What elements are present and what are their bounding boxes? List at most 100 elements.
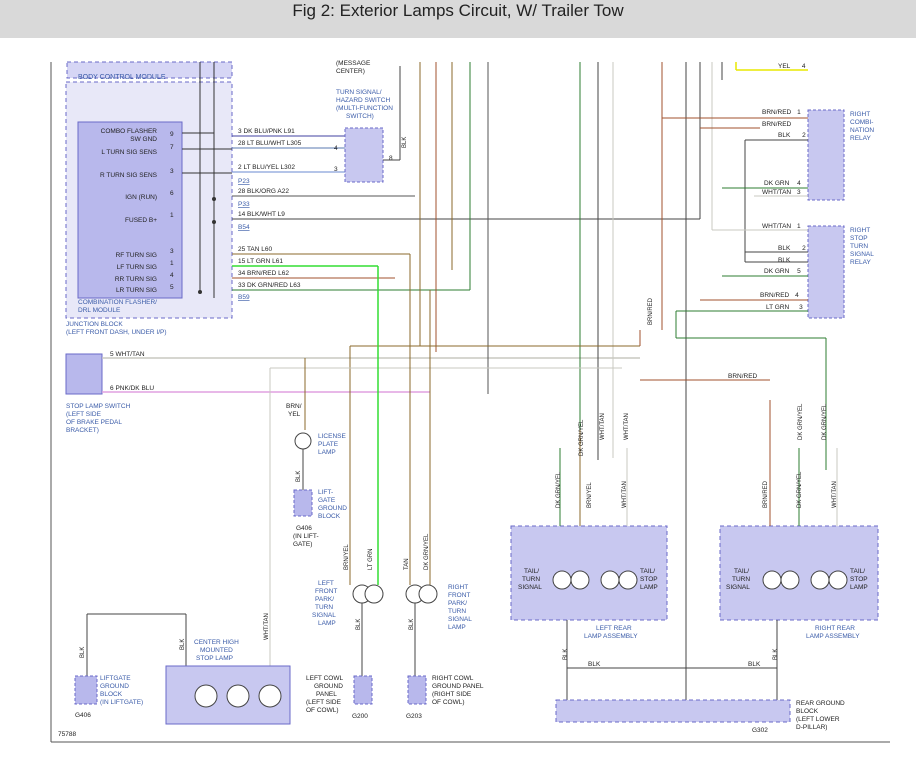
wire-label: 2 LT BLU/YEL L302 — [238, 164, 295, 171]
svg-text:BRN/YEL: BRN/YEL — [344, 544, 350, 570]
left-front-lamp — [352, 584, 384, 604]
flasher-module — [77, 121, 183, 299]
wire-label: 15 LT GRN L61 — [238, 258, 283, 265]
pin-rf-turn: RF TURN SIG — [116, 252, 157, 259]
svg-text:BRN/RED 1: BRN/RED 1 — [762, 109, 801, 116]
svg-text:5 WHT/TAN: 5 WHT/TAN — [110, 351, 145, 358]
svg-text:WHT/TAN 3: WHT/TAN 3 — [762, 189, 801, 196]
right-combo-relay — [807, 109, 845, 201]
pin-l-turn-sens: L TURN SIG SENS — [101, 149, 157, 156]
wire-label: 33 DK GRN/RED L63 — [238, 282, 301, 289]
svg-text:WHT/TAN: WHT/TAN — [264, 613, 270, 640]
svg-text:BLK: BLK — [748, 661, 761, 668]
pin-number: 1 — [170, 260, 174, 267]
left-cowl-ground — [353, 675, 373, 705]
svg-text:BLK: BLK — [563, 649, 569, 660]
pin-lr-turn: LR TURN SIG — [116, 287, 157, 294]
svg-text:BLK: BLK — [80, 647, 86, 658]
figure-title: Fig 2: Exterior Lamps Circuit, W/ Traile… — [292, 1, 624, 20]
svg-text:BLK 2: BLK 2 — [778, 132, 806, 139]
pin-fused-b: FUSED B+ — [125, 217, 157, 224]
right-cowl-ground — [407, 675, 427, 705]
svg-text:DK GRN/YEL: DK GRN/YEL — [556, 471, 562, 508]
license-lamp — [294, 432, 312, 450]
svg-text:BLK: BLK — [773, 649, 779, 660]
svg-text:LT GRN 3: LT GRN 3 — [766, 304, 803, 311]
wire-label: 14 BLK/WHT L9 — [238, 211, 285, 218]
svg-text:BRN/RED 4: BRN/RED 4 — [760, 292, 799, 299]
svg-text:G406(IN LIFT-GATE): G406(IN LIFT-GATE) — [293, 525, 319, 548]
wire-label: 28 BLK/ORG A22 — [238, 188, 289, 195]
svg-text:BLK 2: BLK 2 — [778, 245, 806, 252]
svg-text:WHT/TAN: WHT/TAN — [832, 481, 838, 508]
chmsl-bulbs — [194, 684, 282, 708]
svg-text:6 PNK/DK BLU: 6 PNK/DK BLU — [110, 385, 154, 392]
turn-switch-label: TURN SIGNAL/HAZARD SWITCH(MULTI-FUNCTION… — [336, 89, 393, 120]
svg-text:BLK: BLK — [402, 137, 408, 148]
svg-text:DK GRN/YEL: DK GRN/YEL — [798, 403, 804, 440]
svg-text:DK GRN/YEL: DK GRN/YEL — [797, 471, 803, 508]
svg-text:G302: G302 — [752, 727, 768, 734]
svg-text:BRN/RED: BRN/RED — [728, 373, 758, 380]
left-harness: 3 DK BLU/PNK L91 28 LT BLU/WHT L305 2 LT… — [232, 128, 700, 291]
liftgate-ground-lower — [74, 675, 98, 705]
svg-text:BLK: BLK — [409, 619, 415, 630]
svg-text:BRN/YEL: BRN/YEL — [286, 403, 302, 418]
svg-text:3: 3 — [334, 166, 338, 173]
pin-number: 4 — [170, 272, 174, 279]
connector-b59: B59 — [238, 294, 250, 301]
svg-text:WHT/TAN: WHT/TAN — [600, 413, 606, 440]
svg-text:4: 4 — [334, 145, 338, 152]
svg-text:DK GRN/YEL: DK GRN/YEL — [579, 419, 585, 456]
svg-text:8: 8 — [389, 155, 393, 162]
junction-block-label: JUNCTION BLOCK(LEFT FRONT DASH, UNDER I/… — [66, 321, 167, 336]
bcm-label: BODY CONTROL MODULE — [78, 74, 166, 81]
pin-r-turn-sens: R TURN SIG SENS — [100, 172, 158, 179]
svg-text:DK GRN 5: DK GRN 5 — [764, 268, 801, 275]
pin-number: 7 — [170, 144, 174, 151]
flasher-label: COMBINATION FLASHER/DRL MODULE — [78, 299, 157, 314]
pin-number: 3 — [170, 168, 174, 175]
pin-number: 3 — [170, 248, 174, 255]
wire-label: 28 LT BLU/WHT L305 — [238, 140, 302, 147]
connector-p33: P33 — [238, 201, 250, 208]
stop-lamp-switch — [65, 353, 103, 395]
connector-p23: P23 — [238, 178, 250, 185]
svg-text:WHT/TAN: WHT/TAN — [624, 413, 630, 440]
svg-text:BLK: BLK — [588, 661, 601, 668]
left-rear-assembly — [510, 525, 668, 621]
flasher-pin-numbers: 9 7 3 6 1 3 1 4 5 — [170, 131, 174, 291]
svg-text:DK GRN/YEL: DK GRN/YEL — [822, 403, 828, 440]
svg-text:G406: G406 — [75, 712, 91, 719]
svg-text:YEL 4: YEL 4 — [778, 63, 806, 70]
pin-number: 9 — [170, 131, 174, 138]
connector-labels: P23 P33 B54 B59 — [238, 178, 250, 301]
figure-number: 75788 — [58, 731, 76, 738]
rear-ground-block — [555, 699, 791, 723]
svg-text:G200: G200 — [352, 713, 368, 720]
svg-text:BLK: BLK — [180, 639, 186, 650]
right-front-lamp — [405, 584, 438, 604]
pin-number: 5 — [170, 284, 174, 291]
svg-text:BRN/RED: BRN/RED — [762, 121, 792, 128]
wire-label: 3 DK BLU/PNK L91 — [238, 128, 295, 135]
wire-label: 34 BRN/RED L62 — [238, 270, 289, 277]
svg-text:WHT/TAN 1: WHT/TAN 1 — [762, 223, 801, 230]
